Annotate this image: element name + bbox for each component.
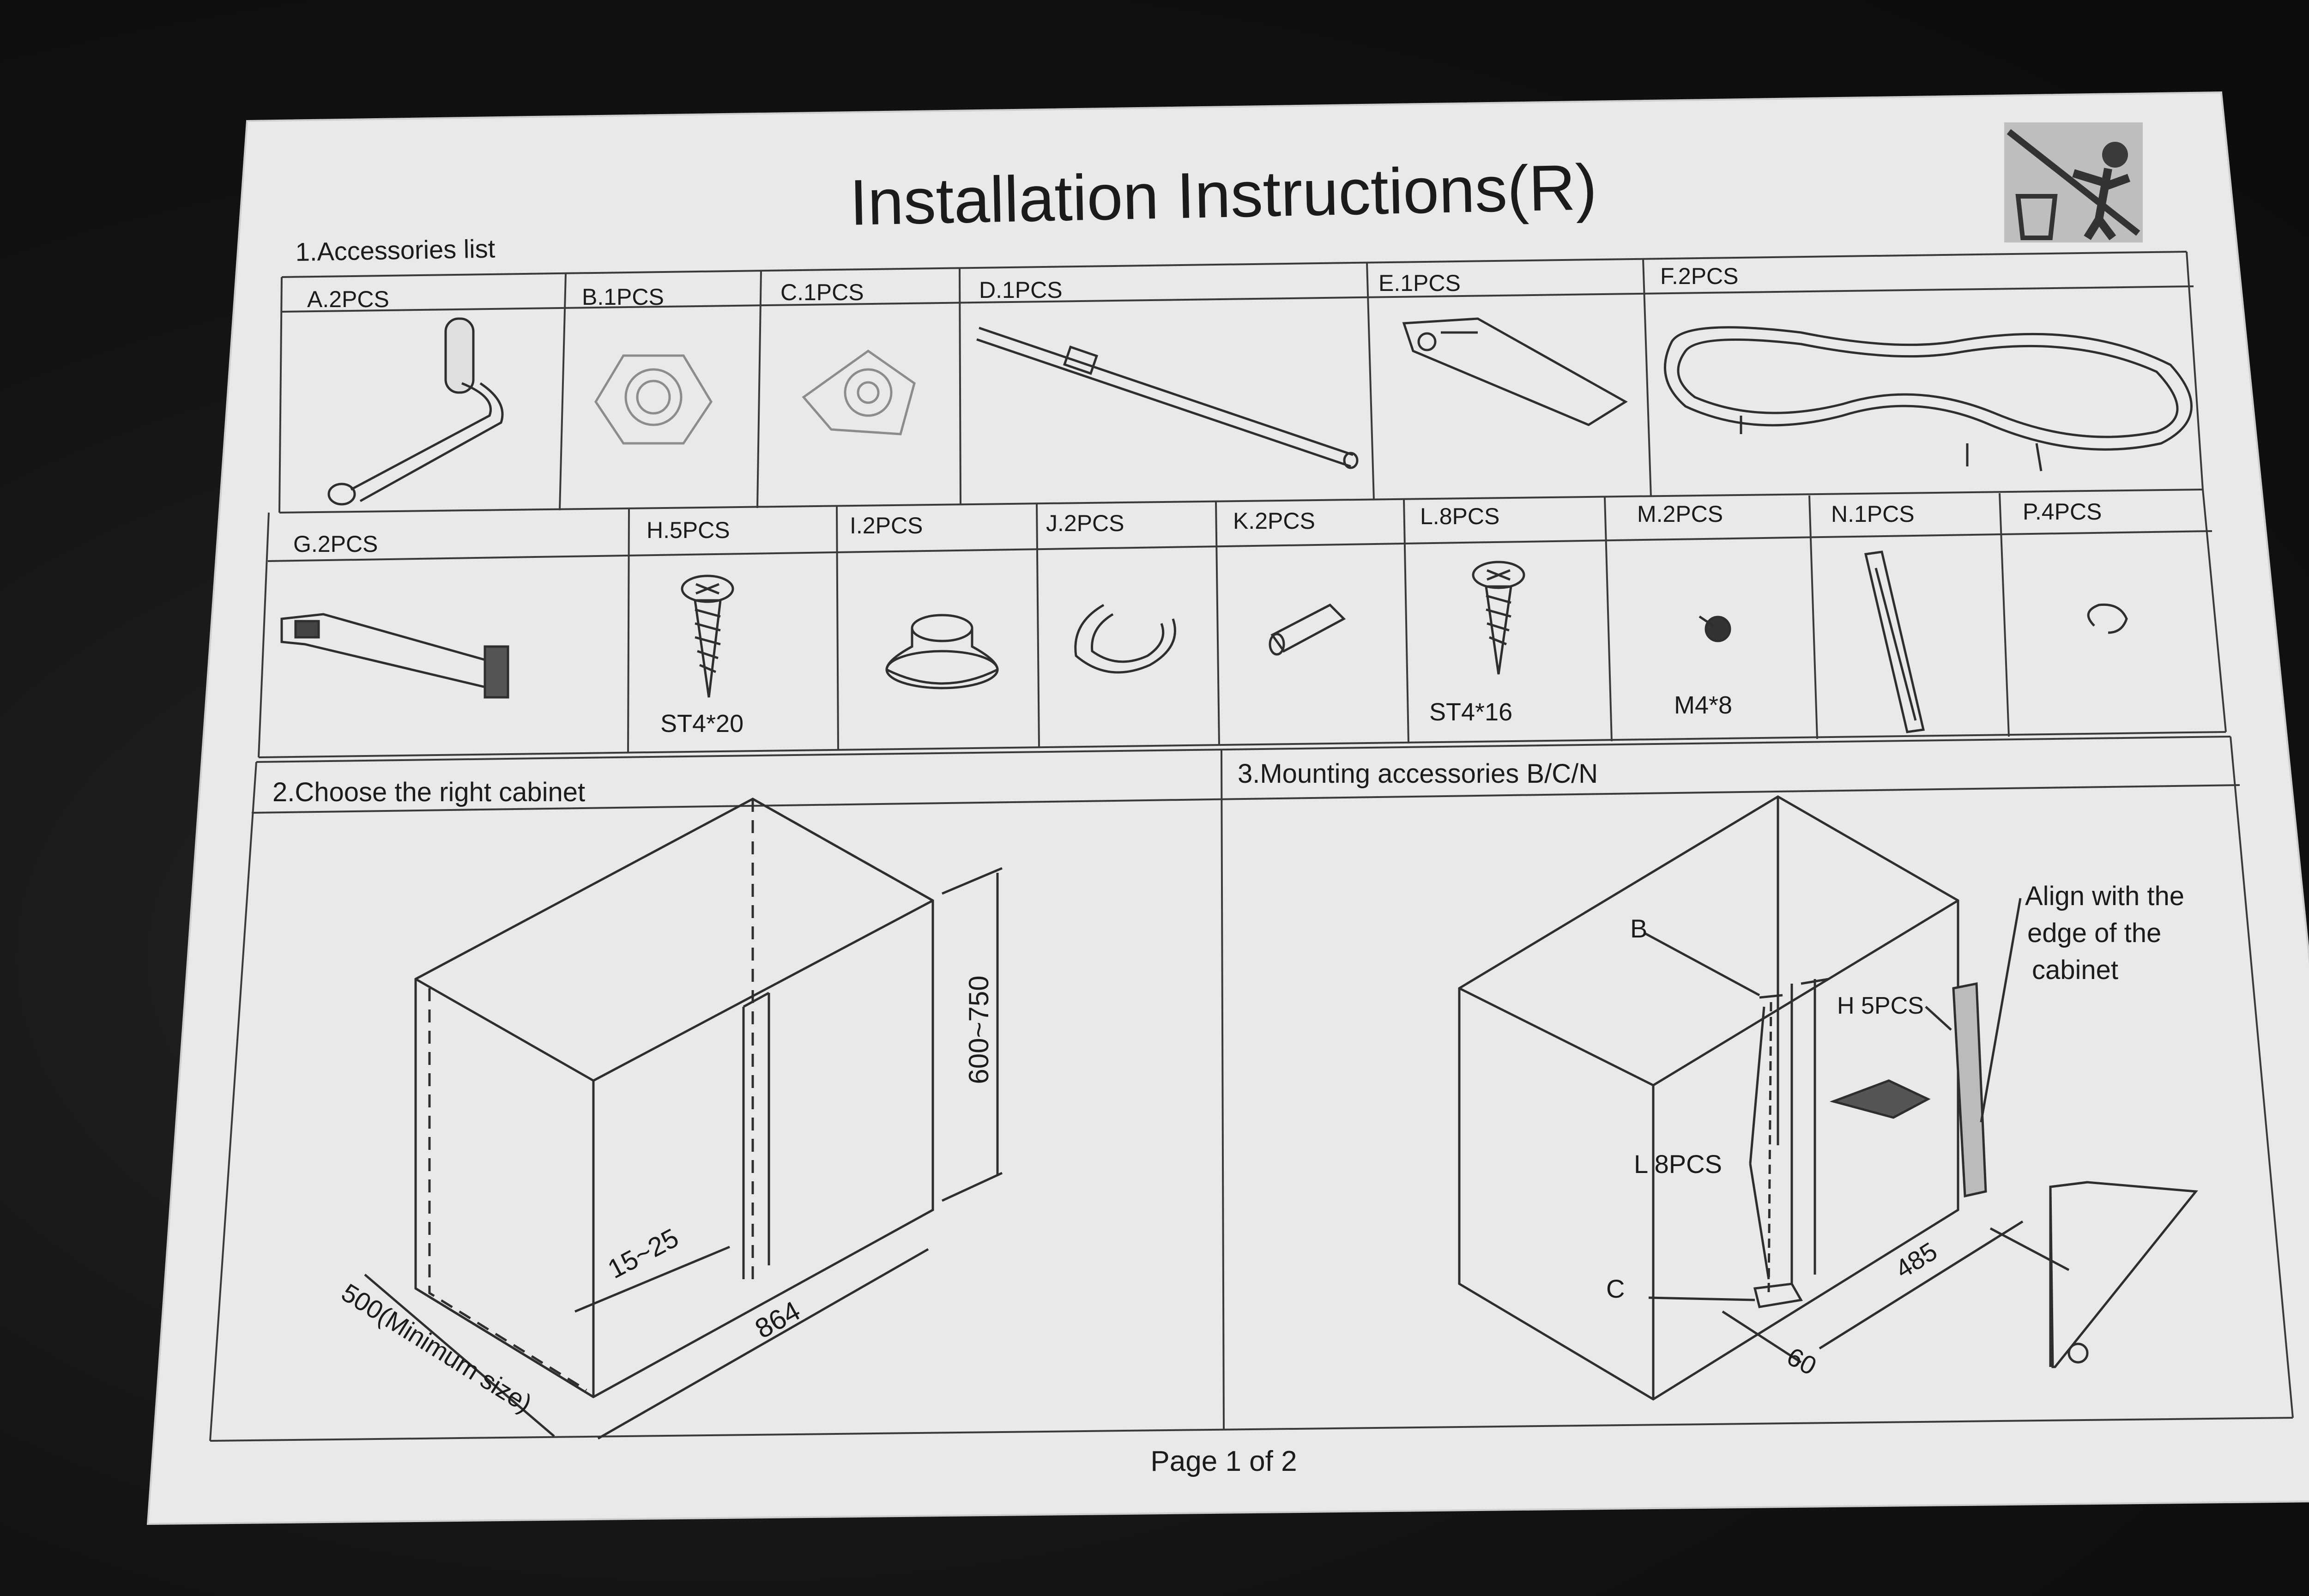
screw-icon [681, 574, 734, 698]
item-m-caption: M4*8 [1674, 691, 1732, 719]
page-number: Page 1 of 2 [1150, 1445, 1297, 1477]
paper [146, 91, 2309, 1525]
item-c-label: C.1PCS [780, 279, 864, 305]
align-note-3: cabinet [2032, 955, 2118, 985]
item-a-label: A.2PCS [307, 286, 389, 312]
item-n-label: N.1PCS [1831, 501, 1915, 527]
label-b: B [1630, 914, 1647, 943]
height-dimension: 600~750 [963, 975, 994, 1084]
align-note-1: Align with the [2025, 881, 2184, 911]
rail-icon [1864, 550, 1925, 733]
bushing-icon [885, 614, 999, 689]
kidney-tray-icon [1664, 326, 2193, 472]
accessories-row-2 [258, 489, 2227, 758]
crank-handle-icon [327, 317, 504, 506]
cabinet-diagram [364, 798, 1003, 1440]
pole-icon [976, 326, 1359, 469]
section-accessories-heading: 1.Accessories list [295, 234, 496, 266]
item-p-label: P.4PCS [2023, 499, 2102, 525]
pin-icon [1269, 603, 1346, 656]
base-bracket-icon [802, 349, 916, 435]
clip-ring-icon [1074, 604, 1176, 674]
arm-bracket-icon [280, 613, 509, 699]
accessories-row-1 [278, 251, 2204, 514]
mounting-diagram [1458, 795, 2198, 1401]
item-j-label: J.2PCS [1046, 510, 1124, 536]
round-bracket-icon [594, 354, 713, 445]
item-f-label: F.2PCS [1660, 263, 1739, 289]
lower-frame [209, 736, 2294, 1442]
item-h-label: H.5PCS [647, 517, 730, 543]
screw-icon-l [1472, 561, 1525, 675]
item-k-label: K.2PCS [1233, 508, 1315, 534]
c-clip-icon [2087, 603, 2128, 634]
item-d-label: D.1PCS [979, 277, 1063, 303]
align-note-2: edge of the [2027, 918, 2161, 948]
item-m-label: M.2PCS [1637, 501, 1723, 527]
item-l-caption: ST4*16 [1429, 698, 1512, 726]
section-mounting-heading: 3.Mounting accessories B/C/N [1238, 759, 1598, 789]
row2-labels: G.2PCS H.5PCS I.2PCS J.2PCS K.2PCS L.8PC… [293, 499, 2102, 738]
row1-labels: A.2PCS B.1PCS C.1PCS D.1PCS E.1PCS F.2PC… [307, 263, 1739, 312]
item-g-label: G.2PCS [293, 531, 378, 557]
label-l: L 8PCS [1634, 1149, 1722, 1179]
section-cabinet-heading: 2.Choose the right cabinet [272, 777, 585, 807]
item-e-label: E.1PCS [1378, 270, 1461, 296]
page-title: Installation Instructions(R) [849, 151, 1597, 239]
item-i-label: I.2PCS [850, 513, 923, 538]
template-plate-icon [1402, 317, 1628, 426]
item-b-label: B.1PCS [582, 284, 664, 310]
label-h: H 5PCS [1837, 992, 1924, 1019]
small-screw-icon [1699, 615, 1731, 642]
item-h-caption: ST4*20 [660, 710, 743, 738]
label-c: C [1606, 1274, 1625, 1303]
no-littering-icon [2004, 122, 2143, 242]
item-l-label: L.8PCS [1420, 503, 1499, 529]
